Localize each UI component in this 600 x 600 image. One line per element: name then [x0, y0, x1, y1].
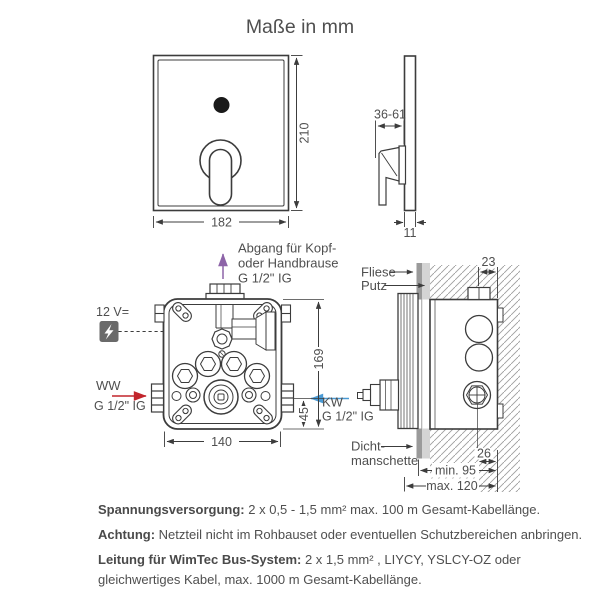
- kw-connection-boss: [280, 383, 295, 413]
- note-text: 2 x 0,5 - 1,5 mm² max. 100 m Gesamt-Kabe…: [244, 502, 541, 517]
- dim-height-label: 210: [297, 123, 311, 144]
- port-circles: [171, 350, 271, 415]
- anchor-clip: [497, 307, 504, 323]
- dim-nut-depth: 23: [478, 255, 499, 298]
- dim-plate-label: 11: [404, 226, 417, 240]
- port-profile: [464, 343, 494, 372]
- power-label: 12 V=: [96, 305, 129, 319]
- dim-box-height-label: 169: [312, 349, 326, 370]
- front-view: 210 182: [152, 54, 311, 230]
- dim-nut-label: 23: [482, 255, 496, 269]
- dim-max-depth: max. 120: [404, 477, 496, 493]
- box-front-view: Abgang für Kopf- oder Handbrause G 1/2" …: [94, 241, 374, 449]
- outlet-label-line2: oder Handbrause: [238, 256, 338, 271]
- sensor-dot: [213, 97, 230, 113]
- dim-width-label: 182: [211, 216, 232, 230]
- note-label: Leitung für WimTec Bus-System:: [98, 552, 302, 567]
- dim-min-depth: min. 95: [418, 459, 496, 478]
- cross-section-view: Fliese Putz Dicht- manschette 23 26: [351, 255, 520, 493]
- lever-profile: [378, 145, 407, 206]
- plaster-label: Putz: [361, 278, 387, 293]
- dim-offset-label: 26: [477, 447, 491, 461]
- dim-box-height: 169: [283, 299, 326, 430]
- seal-label-line1: Dicht-: [351, 439, 385, 454]
- port-profile: [464, 314, 494, 344]
- front-plate-profile: [397, 292, 419, 430]
- box-inner-border: [168, 304, 277, 424]
- seal-label-line2: manschette: [351, 453, 418, 468]
- dim-plate-thickness: 11: [394, 212, 426, 240]
- tile-label: Fliese: [361, 265, 396, 280]
- diagram-canvas: 210 182 36-61: [94, 54, 520, 493]
- anchor-clip: [497, 403, 504, 419]
- warm-water-inlet: WW G 1/2" IG: [94, 378, 147, 413]
- note-bus-system: Leitung für WimTec Bus-System: 2 x 1,5 m…: [98, 550, 600, 590]
- dim-inlet-offset: 45: [294, 398, 324, 427]
- outlet-label-line1: Abgang für Kopf-: [238, 241, 336, 256]
- lever-handle: [199, 139, 242, 206]
- dim-height: 210: [291, 55, 311, 211]
- left-tab: [154, 304, 165, 323]
- cartridge-profile: [357, 379, 400, 411]
- notes-section: Spannungsversorgung: 2 x 0,5 - 1,5 mm² m…: [98, 500, 600, 595]
- right-tab: [280, 304, 292, 323]
- plate-profile: [403, 55, 417, 212]
- valve-mechanism: [211, 304, 276, 358]
- panel-inner-border: [157, 59, 285, 207]
- dim-min-label: min. 95: [435, 464, 476, 478]
- kw-thread-label: G 1/2" IG: [322, 410, 374, 424]
- power-supply: 12 V=: [96, 305, 163, 342]
- dim-width: 182: [153, 214, 289, 230]
- page-title: Maße in mm: [245, 16, 355, 38]
- side-view: 36-61 11: [374, 55, 426, 240]
- ww-thread-label: G 1/2" IG: [94, 399, 146, 413]
- note-text: 2 x 1,5 mm² , LIYCY, YSLCY-OZ oder: [301, 552, 521, 567]
- dim-box-width-label: 140: [211, 435, 232, 449]
- note-power-supply: Spannungsversorgung: 2 x 0,5 - 1,5 mm² m…: [98, 500, 600, 520]
- dim-fitting-offset: 26: [474, 404, 498, 492]
- dim-inlet-offset-label: 45: [297, 407, 311, 421]
- ww-connection-boss: [150, 383, 165, 413]
- dim-max-label: max. 120: [426, 479, 477, 493]
- top-outlet-pipe: [205, 283, 245, 301]
- note-label: Achtung:: [98, 527, 156, 542]
- ww-label: WW: [96, 378, 121, 393]
- kw-label: KW: [322, 395, 344, 410]
- note-text: Netzteil nicht im Rohbauset oder eventue…: [155, 527, 583, 542]
- dim-depth-range: 36-61: [374, 108, 406, 158]
- note-label: Spannungsversorgung:: [98, 502, 245, 517]
- hex-fitting: [462, 380, 492, 410]
- outlet-label-line3: G 1/2" IG: [238, 271, 292, 286]
- dim-box-width: 140: [164, 431, 281, 449]
- note-warning: Achtung: Netzteil nicht im Rohbauset ode…: [98, 525, 600, 545]
- dim-depth-label: 36-61: [374, 108, 406, 122]
- note-text-line2: gleichwertiges Kabel, max. 1000 m Gesamt…: [98, 572, 422, 587]
